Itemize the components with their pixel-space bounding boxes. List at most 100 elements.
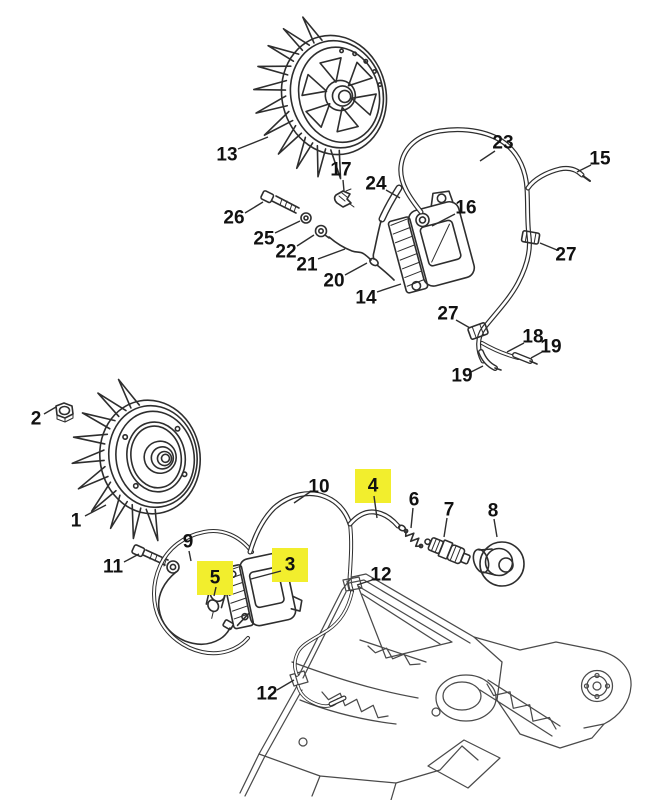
callout-leader — [296, 234, 315, 247]
spark-plug-7 — [424, 537, 471, 565]
face-bolt-dot — [174, 425, 181, 432]
callout-15: 15 — [576, 149, 611, 173]
flywheel-face — [115, 410, 196, 504]
callout-number: 16 — [455, 198, 476, 219]
flywheel-spoke-windows — [301, 56, 377, 133]
callout-leader — [356, 579, 373, 586]
fin — [330, 149, 342, 180]
wire-clamp-12-lower — [289, 670, 309, 687]
spoke-window — [347, 61, 373, 87]
zigzag — [404, 530, 422, 548]
callout-number: 21 — [296, 255, 318, 276]
callout-leader — [479, 150, 496, 162]
rim-bolt-dot — [372, 68, 378, 74]
callout-13: 13 — [216, 136, 269, 166]
callout-number: 8 — [488, 501, 499, 522]
face-bolt-dot — [132, 482, 139, 489]
callout-5: 5 — [197, 561, 233, 597]
ignition-module-14 — [387, 190, 476, 294]
routed-wire-in-housing — [293, 590, 354, 708]
bolt-26 — [260, 190, 300, 214]
flywheel-ring-inner — [130, 425, 183, 489]
fin — [97, 392, 127, 418]
wire-branch-to-engine-inner — [348, 523, 353, 592]
callout-number: 11 — [103, 557, 124, 578]
callout-number: 5 — [210, 568, 221, 589]
fin — [145, 508, 159, 542]
callout-leader — [493, 518, 498, 538]
bolt-shaft — [271, 195, 300, 214]
face-bolt-dot — [181, 471, 188, 478]
fin — [117, 378, 141, 409]
callout-layer: 1317262522212014242315162727181919211195… — [31, 133, 611, 705]
callout-16: 16 — [431, 198, 477, 227]
wire-end-19-right-inner — [513, 353, 532, 363]
face-bolt-dot — [122, 434, 129, 441]
flywheel-fins — [71, 378, 159, 542]
callout-24: 24 — [365, 174, 401, 199]
callout-19: 19 — [530, 337, 562, 359]
callout-number: 20 — [323, 271, 344, 292]
callout-leader — [84, 504, 107, 517]
ground-wire-loop — [157, 571, 231, 645]
callout-number: 9 — [183, 532, 194, 553]
callout-number: 17 — [330, 160, 351, 181]
spring-6 — [403, 528, 424, 549]
callout-17: 17 — [330, 160, 352, 192]
internal-rod — [359, 639, 427, 663]
spoke-window — [301, 73, 328, 97]
ht-wire-23 — [398, 127, 532, 364]
lamination-line — [406, 279, 425, 287]
callout-number: 13 — [216, 145, 237, 166]
callout-leader — [188, 550, 192, 562]
callout-number: 7 — [444, 500, 455, 521]
flywheel-ring — [126, 421, 187, 493]
callout-number: 22 — [275, 242, 296, 263]
callout-number: 19 — [540, 337, 561, 358]
module-ear-top — [430, 190, 454, 208]
base-plate — [427, 739, 501, 789]
coil-window — [248, 566, 285, 609]
callout-leader — [244, 201, 264, 214]
callout-number: 12 — [256, 684, 277, 705]
callout-number: 3 — [285, 555, 296, 576]
fin — [77, 465, 109, 490]
callout-10: 10 — [293, 477, 330, 504]
wire-tip-15 — [582, 175, 591, 182]
internal-drum — [435, 674, 497, 722]
callout-number: 26 — [223, 208, 244, 229]
rim-bolt-dot — [363, 58, 369, 64]
wire-24-lead — [372, 220, 382, 260]
ribbed-channel — [479, 679, 561, 737]
spoke-window — [305, 103, 331, 128]
wire-lead-4-inner — [348, 510, 400, 528]
lamination-line — [404, 270, 423, 279]
flywheel-shaft-hole — [337, 89, 352, 104]
callout-leader — [250, 570, 282, 580]
housing-left-edge — [298, 576, 353, 679]
module-ear-hole — [411, 280, 422, 291]
fin — [252, 79, 288, 91]
callout-26: 26 — [223, 201, 264, 229]
coil-bolt — [241, 612, 249, 621]
rim-bolt-dot — [352, 51, 358, 57]
flywheel-rim-inner — [107, 404, 198, 509]
fin — [302, 16, 323, 44]
flywheel-nut-2 — [55, 402, 74, 423]
fin — [255, 95, 289, 114]
zigzag — [486, 683, 557, 730]
lamination-line — [401, 261, 420, 270]
callout-leader — [530, 351, 543, 359]
callout-18: 18 — [506, 327, 544, 353]
internal-spring-small — [367, 645, 421, 666]
callout-number: 25 — [253, 229, 275, 250]
rim-bolt-dot — [339, 48, 345, 54]
housing-extra-lines — [311, 745, 479, 800]
callout-leader — [293, 491, 311, 504]
wire-9-loop-inner — [153, 530, 253, 655]
plug-thread-tip — [460, 552, 471, 565]
housing-top-edge — [348, 573, 503, 663]
flywheel-bottom — [71, 378, 202, 542]
